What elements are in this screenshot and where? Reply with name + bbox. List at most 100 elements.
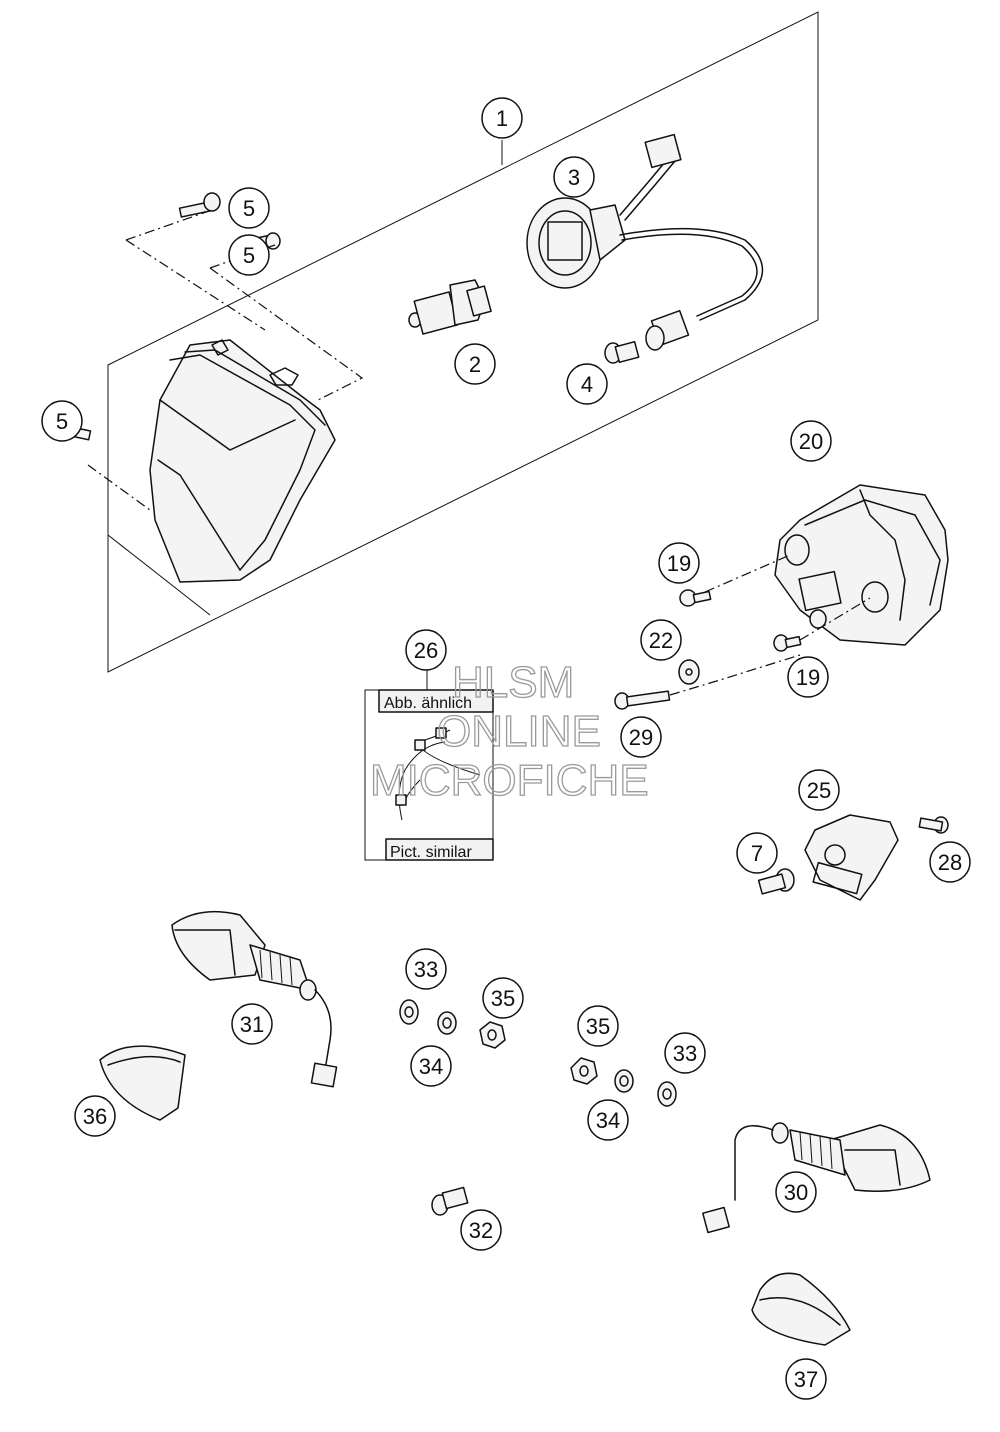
callout-layer: 1234555719192022252628293031323333343435… xyxy=(41,97,971,1400)
callout-29[interactable]: 29 xyxy=(620,716,662,758)
lock-washer-34-left[interactable] xyxy=(437,1011,457,1035)
callout-circle xyxy=(787,656,829,698)
callout-31[interactable]: 31 xyxy=(231,1003,273,1045)
watermark-line1: HLSM xyxy=(452,658,574,707)
callout-3[interactable]: 3 xyxy=(553,156,595,198)
callout-circle xyxy=(410,1045,452,1087)
callout-circle xyxy=(405,629,447,671)
callout-5a[interactable]: 5 xyxy=(228,187,270,229)
note-box-bottom-label: Pict. similar xyxy=(390,844,472,861)
washer-33-right[interactable] xyxy=(657,1081,677,1107)
callout-7[interactable]: 7 xyxy=(736,832,778,874)
callout-circle xyxy=(736,832,778,874)
nut-35-left[interactable] xyxy=(479,1021,506,1049)
tail-light-housing[interactable] xyxy=(774,484,949,646)
callout-number: 26 xyxy=(414,638,438,663)
callout-4[interactable]: 4 xyxy=(566,363,608,405)
callout-28[interactable]: 28 xyxy=(929,841,971,883)
callout-19b[interactable]: 19 xyxy=(787,656,829,698)
nut-35-right[interactable] xyxy=(570,1057,598,1085)
callout-34a[interactable]: 34 xyxy=(410,1045,452,1087)
callout-circle xyxy=(481,97,523,139)
screw-19-upper[interactable] xyxy=(679,589,712,607)
callout-circle xyxy=(929,841,971,883)
callout-number: 2 xyxy=(469,352,481,377)
callout-circle xyxy=(553,156,595,198)
license-plate-light[interactable] xyxy=(804,814,899,901)
callout-35b[interactable]: 35 xyxy=(577,1005,619,1047)
callout-37[interactable]: 37 xyxy=(785,1358,827,1400)
callout-circle xyxy=(587,1099,629,1141)
bulb-socket[interactable] xyxy=(526,133,764,351)
callout-22[interactable]: 22 xyxy=(640,619,682,661)
callout-number: 19 xyxy=(796,665,820,690)
lock-washer-34-right[interactable] xyxy=(614,1069,634,1093)
callout-number: 33 xyxy=(673,1041,697,1066)
callout-number: 33 xyxy=(414,957,438,982)
headlight-assembly-box xyxy=(107,11,819,673)
position-bulb[interactable] xyxy=(604,340,640,364)
bulb-7[interactable] xyxy=(757,868,795,895)
callout-1[interactable]: 1 xyxy=(481,97,523,139)
callout-number: 30 xyxy=(784,1180,808,1205)
guide-lines-tail xyxy=(669,554,871,696)
screw-19-lower[interactable] xyxy=(773,634,802,652)
callout-number: 28 xyxy=(938,850,962,875)
callout-20[interactable]: 20 xyxy=(790,420,832,462)
callout-number: 5 xyxy=(56,409,68,434)
indicator-left[interactable] xyxy=(171,910,338,1088)
callout-circle xyxy=(454,343,496,385)
callout-circle xyxy=(785,1358,827,1400)
washer-22[interactable] xyxy=(678,659,700,685)
wiring-note-box xyxy=(364,667,494,861)
callout-circle xyxy=(482,977,524,1019)
callout-circle xyxy=(620,716,662,758)
callout-30[interactable]: 30 xyxy=(775,1171,817,1213)
washer-33-left[interactable] xyxy=(399,999,419,1025)
callout-number: 35 xyxy=(586,1014,610,1039)
callout-number: 25 xyxy=(807,778,831,803)
callout-number: 36 xyxy=(83,1104,107,1129)
callout-32[interactable]: 32 xyxy=(460,1209,502,1251)
callout-26[interactable]: 26 xyxy=(405,629,447,671)
callout-circle xyxy=(790,420,832,462)
headlight-housing[interactable] xyxy=(149,339,336,583)
callout-2[interactable]: 2 xyxy=(454,343,496,385)
callout-35a[interactable]: 35 xyxy=(482,977,524,1019)
watermark: HLSM ONLINE MICROFICHE xyxy=(369,657,649,805)
callout-circle xyxy=(658,542,700,584)
lens-cover-37[interactable] xyxy=(751,1272,851,1346)
callout-number: 5 xyxy=(243,196,255,221)
callout-number: 1 xyxy=(496,106,508,131)
watermark-line3: MICROFICHE xyxy=(370,756,649,805)
callout-19a[interactable]: 19 xyxy=(658,542,700,584)
indicator-right[interactable] xyxy=(702,1122,931,1234)
callout-circle xyxy=(41,400,83,442)
screw-5-upper[interactable] xyxy=(178,192,221,218)
callout-34b[interactable]: 34 xyxy=(587,1099,629,1141)
callout-circle xyxy=(775,1171,817,1213)
callout-number: 5 xyxy=(243,243,255,268)
screw-28[interactable] xyxy=(918,816,949,834)
callout-circle xyxy=(664,1032,706,1074)
callout-circle xyxy=(74,1095,116,1137)
lens-cover-36[interactable] xyxy=(99,1045,186,1121)
callout-number: 37 xyxy=(794,1367,818,1392)
callout-circle xyxy=(640,619,682,661)
headlight-bulb[interactable] xyxy=(408,279,492,335)
note-box-top-label: Abb. ähnlich xyxy=(384,695,472,712)
callout-33b[interactable]: 33 xyxy=(664,1032,706,1074)
callout-36[interactable]: 36 xyxy=(74,1095,116,1137)
bulb-32[interactable] xyxy=(431,1186,469,1216)
callout-33a[interactable]: 33 xyxy=(405,948,447,990)
callout-5b[interactable]: 5 xyxy=(228,234,270,276)
callout-5c[interactable]: 5 xyxy=(41,400,83,442)
callout-circle xyxy=(228,234,270,276)
callout-number: 20 xyxy=(799,429,823,454)
callout-25[interactable]: 25 xyxy=(798,769,840,811)
callout-circle xyxy=(798,769,840,811)
screw-29[interactable] xyxy=(614,690,671,710)
callout-number: 3 xyxy=(568,165,580,190)
callout-number: 22 xyxy=(649,628,673,653)
